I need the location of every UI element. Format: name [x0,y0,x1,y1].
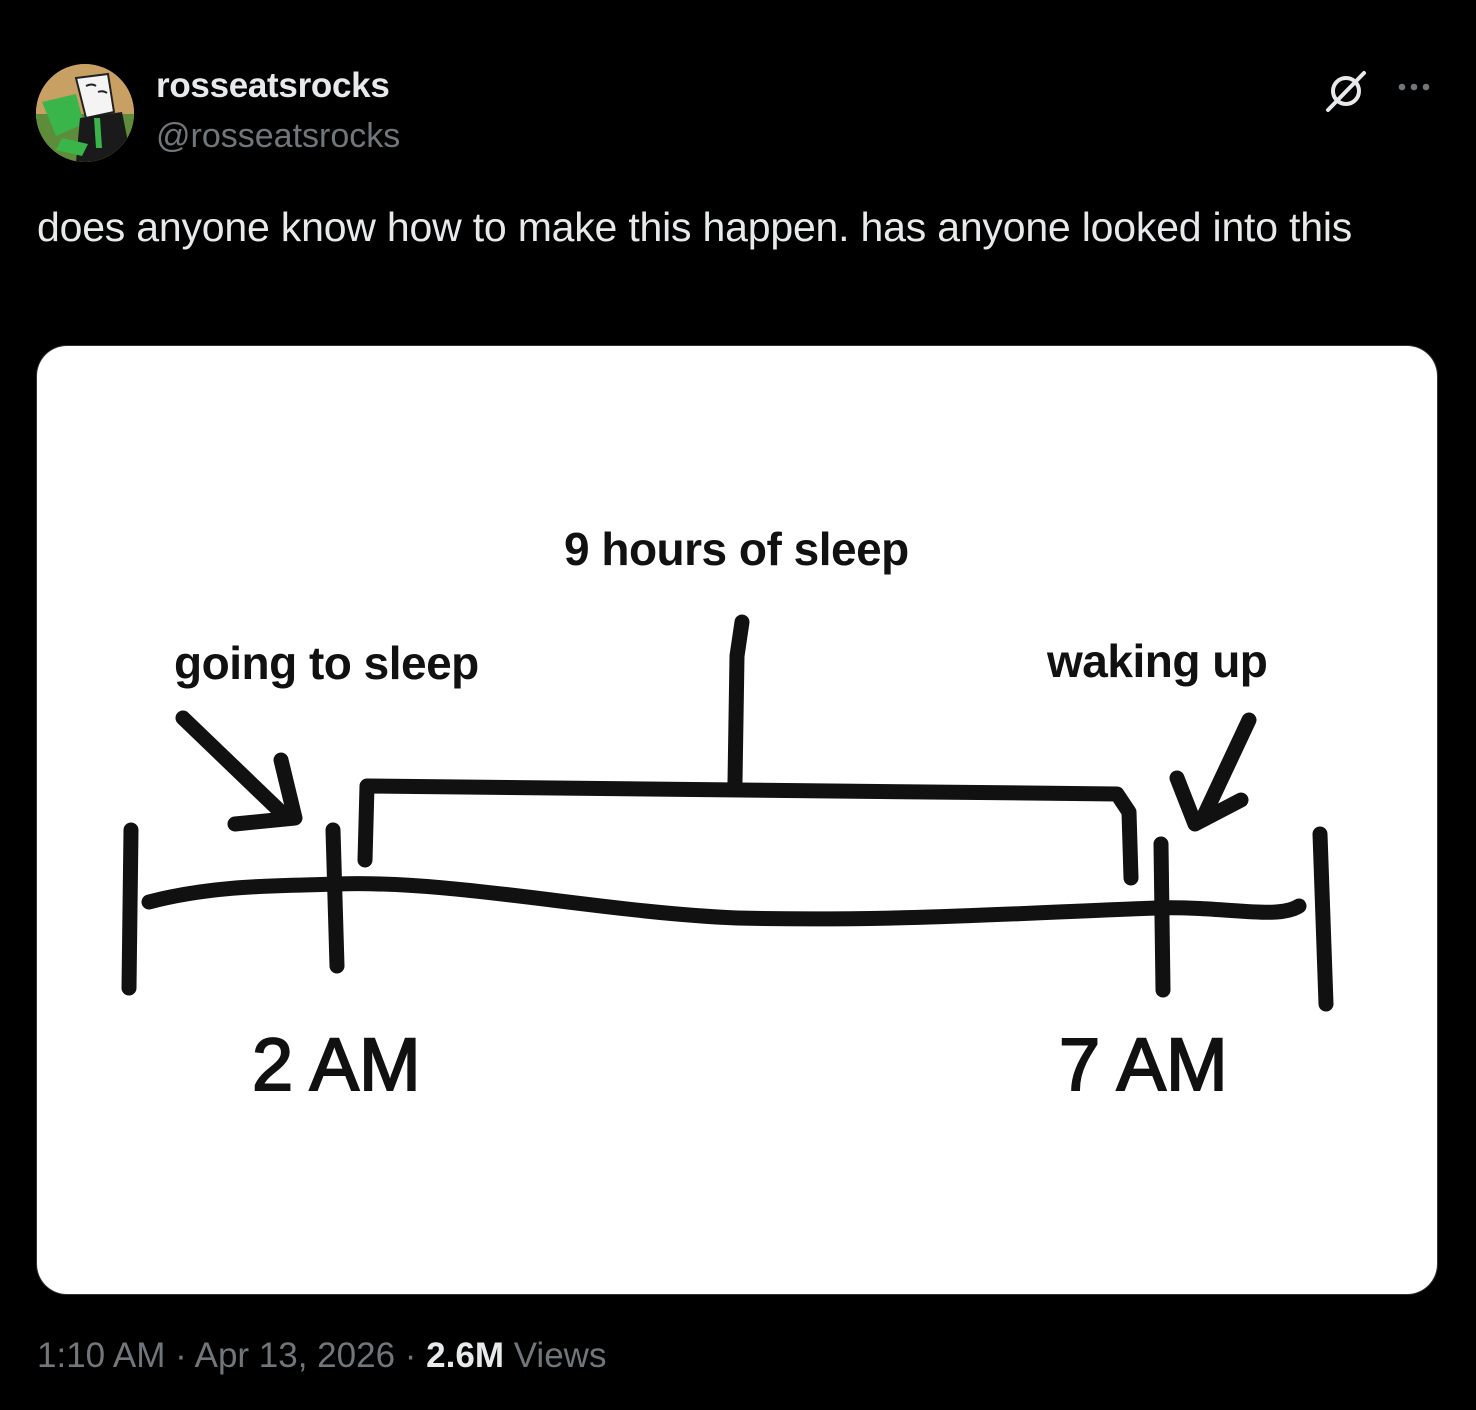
timeline-right-end-tick [1312,826,1334,1012]
meta-separator: · [175,1336,187,1375]
going-to-sleep-arrow [175,710,293,824]
bracket-stem [727,614,750,790]
tweet-date[interactable]: Apr 13, 2026 [194,1336,396,1375]
label-waking-up: waking up [1047,635,1268,687]
views-count[interactable]: 2.6M [426,1336,504,1375]
author-handle[interactable]: @rosseatsrocks [156,117,401,155]
timeline-left-end-tick [121,822,139,996]
grok-slash-icon[interactable] [1322,66,1372,116]
tick-2am [325,822,345,974]
timeline-line [141,876,1307,927]
author-display-name[interactable]: rosseatsrocks [156,66,390,105]
waking-up-arrow [1195,712,1257,826]
tick-7am [1153,836,1171,998]
views-label: Views [513,1336,607,1375]
label-2-am: 2 AM [251,1022,422,1107]
avatar[interactable] [36,64,134,162]
sleep-timeline-drawing [121,614,1334,1012]
media-image[interactable]: 9 hours of sleep going to sleep waking u… [37,346,1437,1294]
waking-up-arrowhead [1169,770,1249,832]
tweet-text: does anyone know how to make this happen… [37,204,1353,250]
label-going-to-sleep: going to sleep [174,637,479,689]
sleep-bracket [357,778,1139,886]
label-7-am: 7 AM [1058,1022,1229,1107]
avatar-image [36,64,134,162]
tweet-meta: 1:10 AM · Apr 13, 2026 · 2.6M Views [37,1336,606,1376]
meta-separator-2: · [404,1336,417,1375]
more-horizontal-icon[interactable] [1394,72,1438,102]
going-to-sleep-arrowhead [227,752,303,832]
label-9-hours-of-sleep: 9 hours of sleep [564,523,909,575]
tweet-time[interactable]: 1:10 AM [37,1336,166,1375]
